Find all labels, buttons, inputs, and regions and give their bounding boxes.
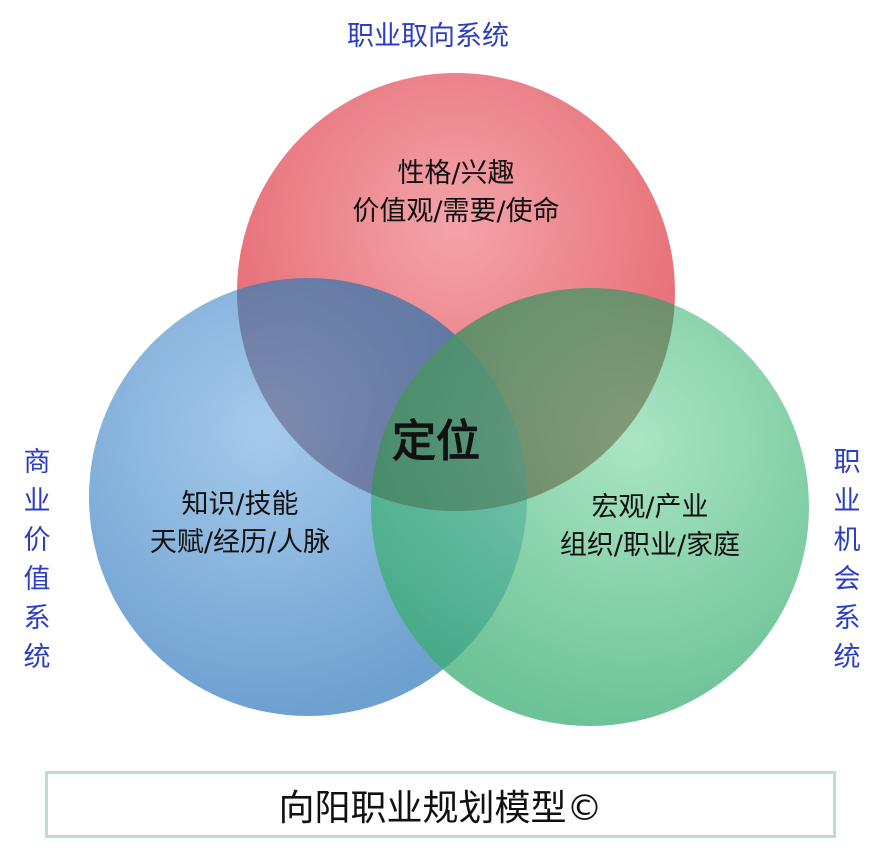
green-line-2: 组织/职业/家庭 — [559, 530, 741, 561]
green-circle — [371, 288, 809, 726]
center-label: 定位 — [392, 416, 480, 467]
blue-line-1: 知识/技能 — [181, 489, 299, 520]
label-left: 商业价值系统 — [23, 447, 51, 673]
red-line-1: 性格/兴趣 — [397, 158, 515, 189]
green-circle-text: 宏观/产业 组织/职业/家庭 — [520, 489, 780, 565]
blue-circle-text: 知识/技能 天赋/经历/人脉 — [110, 486, 370, 562]
red-line-2: 价值观/需要/使命 — [352, 196, 560, 227]
red-circle-text: 性格/兴趣 价值观/需要/使命 — [316, 155, 596, 231]
blue-line-2: 天赋/经历/人脉 — [149, 527, 331, 558]
model-title-box: 向阳职业规划模型© — [45, 771, 836, 838]
label-right: 职业机会系统 — [833, 447, 861, 673]
model-title: 向阳职业规划模型© — [278, 787, 603, 829]
green-line-1: 宏观/产业 — [591, 492, 709, 523]
label-top: 职业取向系统 — [347, 21, 509, 52]
